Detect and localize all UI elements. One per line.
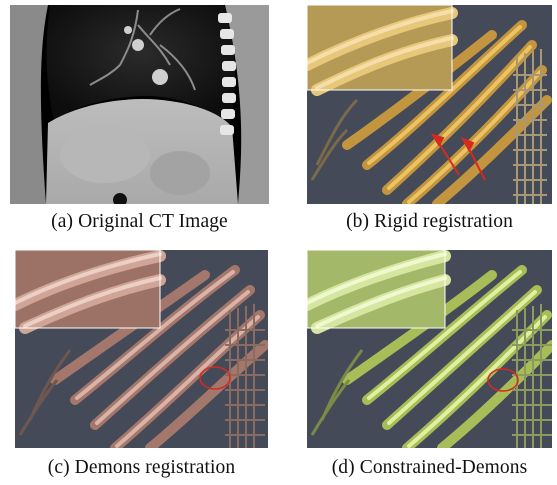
rigid-render-panel bbox=[307, 5, 552, 204]
caption-b: (b) Rigid registration bbox=[346, 211, 513, 232]
rib-render-demons bbox=[15, 250, 268, 448]
ct-image bbox=[10, 5, 269, 204]
demons-render-panel bbox=[15, 250, 268, 448]
constrained-render-panel bbox=[307, 250, 552, 448]
rib-render-rigid bbox=[307, 5, 552, 204]
rib-render-constrained bbox=[307, 250, 552, 448]
ct-image-panel bbox=[10, 5, 269, 204]
caption-c: (c) Demons registration bbox=[47, 457, 236, 478]
caption-d: (d) Constrained-Demons bbox=[331, 457, 528, 478]
caption-a: (a) Original CT Image bbox=[51, 211, 228, 232]
